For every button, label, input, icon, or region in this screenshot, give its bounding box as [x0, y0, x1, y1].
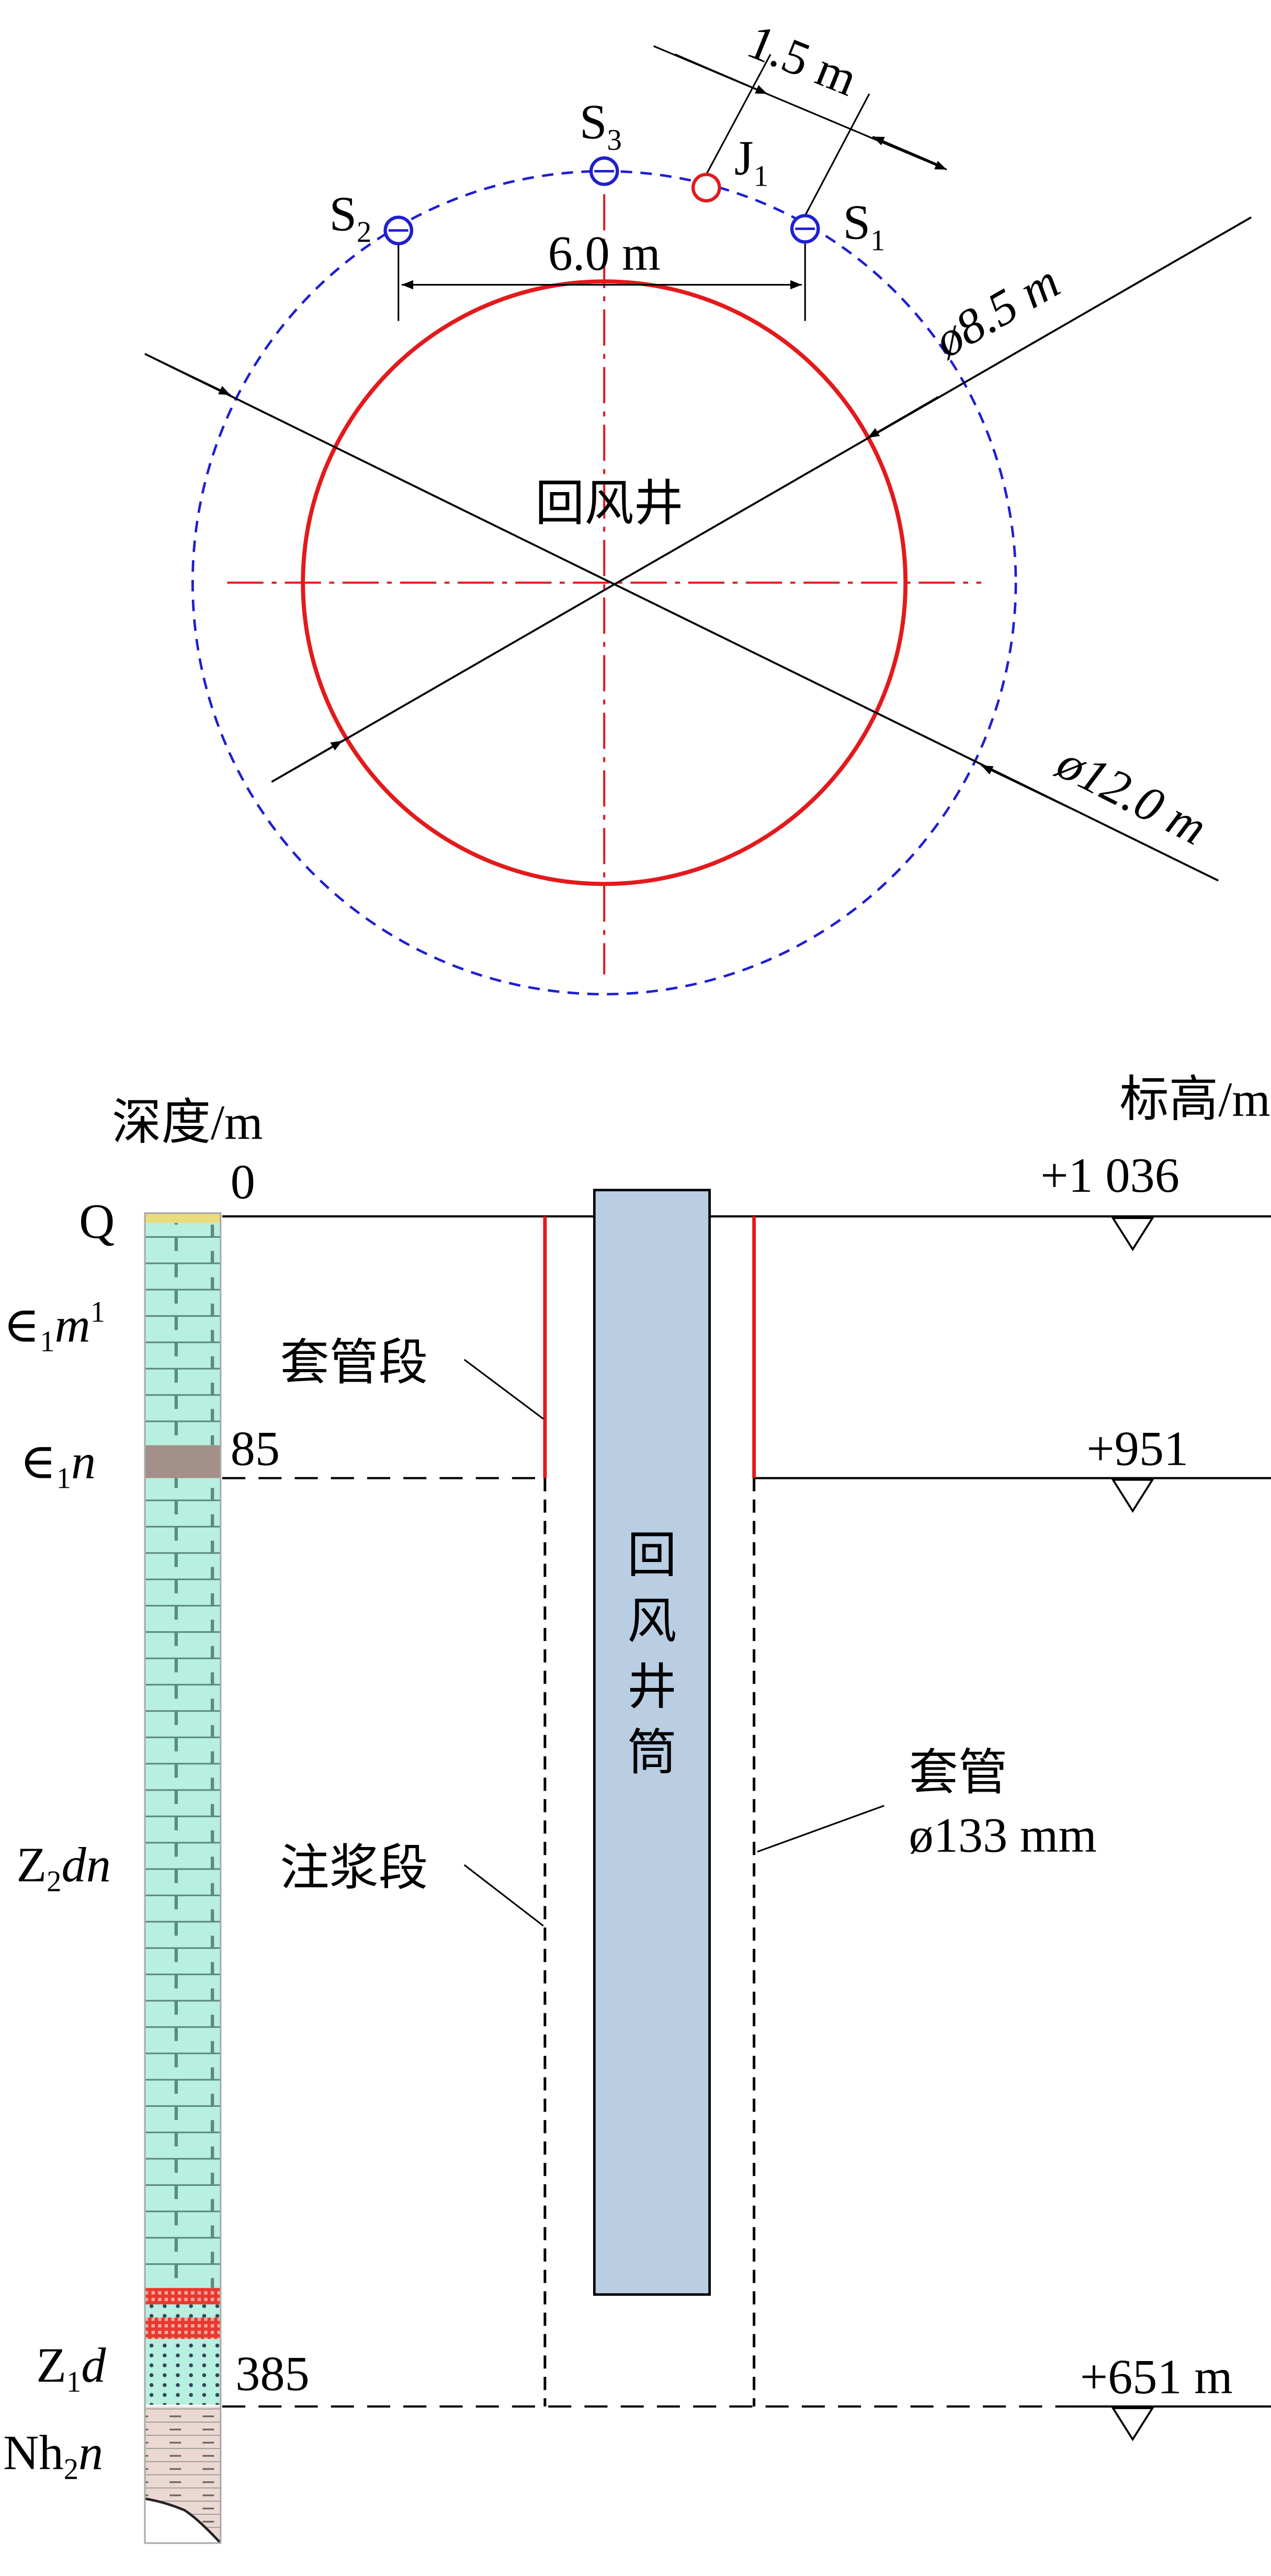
- shaft-body: [593, 1189, 711, 2296]
- plan-view: 回风井 6.0 m 1.5 m ø8.5 m ø12.0 m S3 S2 S1 …: [144, 14, 1252, 996]
- elevation-mid: +951: [1086, 1421, 1188, 1476]
- diameter-line-85: [271, 216, 1252, 783]
- hole-j1: J1: [691, 131, 768, 203]
- svg-text:回: 回: [627, 1529, 676, 1583]
- svg-text:井: 井: [627, 1660, 676, 1715]
- shaft-label: 回风井: [535, 477, 683, 531]
- depth-top: 0: [231, 1155, 255, 1209]
- svg-text:筒: 筒: [627, 1726, 676, 1781]
- casing-section-label: 套管段: [280, 1336, 428, 1390]
- svg-text:S3: S3: [580, 95, 622, 156]
- stratum-z1d: Z1d: [36, 2339, 106, 2399]
- width-dim-label: 6.0 m: [548, 226, 661, 281]
- section-view: 深度/m 标高/m 0 85 385 +1 036 +951 +651 m 回 …: [3, 1073, 1271, 2544]
- casing-label: 套管: [909, 1746, 1008, 1800]
- hole-s3: S3: [580, 95, 622, 186]
- stratum-z2dn: Z2dn: [17, 1838, 111, 1898]
- stratum-q: Q: [79, 1194, 115, 1249]
- depth-385: 385: [235, 2346, 310, 2401]
- shaft-body-label: 回 风 井 筒: [627, 1529, 676, 1781]
- stratum-nh2n: Nh2n: [3, 2425, 103, 2486]
- inner-diameter-label: ø8.5 m: [924, 254, 1069, 369]
- depth-85: 85: [231, 1421, 280, 1476]
- arrow-icon: [271, 740, 343, 783]
- offset-dim-label: 1.5 m: [740, 14, 865, 107]
- elevation-bottom: +651 m: [1080, 2350, 1233, 2404]
- stratum-m1: ∈1m1: [3, 1296, 105, 1359]
- svg-text:S2: S2: [330, 187, 372, 249]
- elevation-top: +1 036: [1040, 1148, 1179, 1203]
- casing-diameter-label: ø133 mm: [909, 1808, 1097, 1863]
- depth-header: 深度/m: [112, 1096, 263, 1150]
- svg-text:J1: J1: [734, 131, 768, 193]
- stratum-n1: ∈1n: [20, 1435, 96, 1495]
- svg-text:S1: S1: [843, 195, 886, 257]
- elevation-header: 标高/m: [1119, 1073, 1270, 1127]
- stratigraphic-column: [144, 1212, 222, 2544]
- arrow-icon: [144, 353, 231, 396]
- elevation-marker-icons: [1111, 1217, 1154, 2442]
- svg-text:风: 风: [627, 1594, 676, 1649]
- hole-s2: S2: [330, 187, 414, 249]
- grout-section-label: 注浆段: [280, 1841, 428, 1896]
- arrow-icon: [981, 765, 1071, 809]
- arrow-icon: [867, 396, 939, 439]
- hole-s1: S1: [790, 195, 886, 257]
